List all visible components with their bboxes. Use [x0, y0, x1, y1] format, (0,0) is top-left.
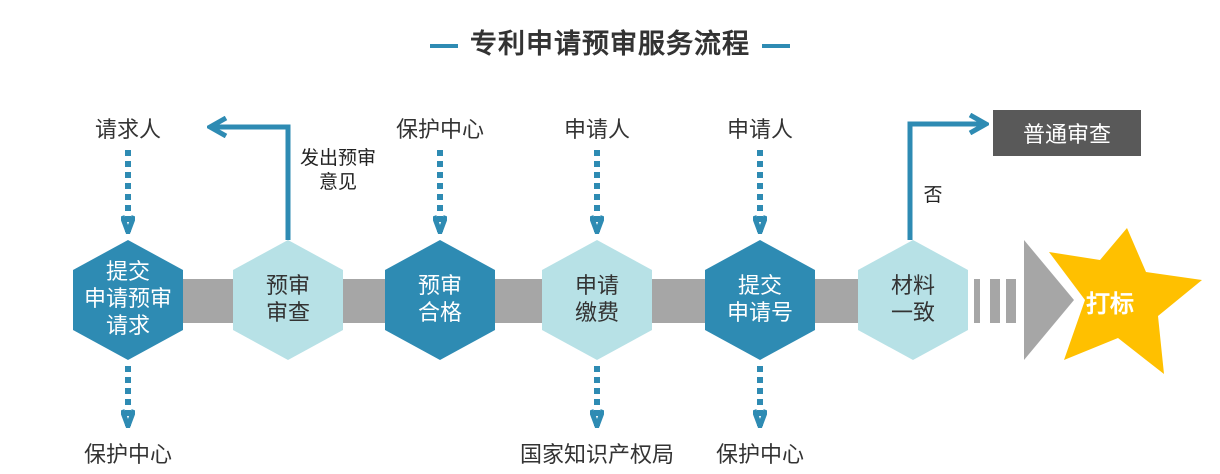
- diagram-title: 专利申请预审服务流程: [0, 22, 1220, 61]
- step-hexagon: [858, 240, 968, 360]
- actor-label-bottom: 国家知识产权局: [519, 443, 674, 468]
- step-label: 提交 申请号: [705, 273, 815, 327]
- step-label-line: 申请号: [726, 301, 793, 326]
- step-hexagon: [385, 240, 495, 360]
- step-label-line: 预审: [265, 274, 310, 299]
- side-note-line: 意见: [318, 171, 357, 193]
- step-label-line: 申请预审: [83, 287, 172, 312]
- final-label: 打标: [1086, 290, 1134, 318]
- step-hexagon: [705, 240, 815, 360]
- step-label-line: 缴费: [574, 301, 619, 326]
- step-hexagon: [542, 240, 652, 360]
- final-star: [1049, 228, 1202, 374]
- actor-label-top: 申请人: [726, 118, 793, 143]
- step-hexagon: [233, 240, 343, 360]
- step-label: 预审 审查: [233, 273, 343, 327]
- branch-arrow: [907, 124, 986, 240]
- step-label-line: 合格: [417, 301, 462, 326]
- title-dash: [430, 44, 458, 48]
- actor-label-bottom: 保护中心: [715, 443, 804, 468]
- flow-end-arrow: [1024, 240, 1074, 360]
- step-hexagon: [73, 240, 183, 360]
- step-label: 提交 申请预审 请求: [73, 259, 183, 340]
- step-label-line: 审查: [265, 301, 310, 326]
- step-label: 材料 一致: [858, 273, 968, 327]
- step-label-line: 提交: [737, 274, 782, 299]
- side-note-line: 发出预审: [299, 147, 376, 169]
- step-label-line: 请求: [105, 314, 150, 339]
- step-label-line: 预审: [417, 274, 462, 299]
- actor-label-top: 申请人: [563, 118, 630, 143]
- step-label-line: 一致: [890, 301, 935, 326]
- bar-stripe: [990, 279, 1000, 323]
- step-label-line: 申请: [574, 274, 619, 299]
- step-label-line: 提交: [105, 260, 150, 285]
- actor-label-top: 保护中心: [395, 118, 484, 143]
- normal-exam-box: 普通审查: [993, 110, 1141, 156]
- feedback-arrow: [210, 127, 291, 240]
- actor-label-bottom: 保护中心: [83, 443, 172, 468]
- step-label: 申请 缴费: [542, 273, 652, 327]
- branch-label: 否: [923, 184, 943, 206]
- step-label: 预审 合格: [385, 273, 495, 327]
- title-dash: [762, 44, 790, 48]
- actor-label-top: 请求人: [94, 118, 161, 143]
- bar-stripe: [1006, 279, 1016, 323]
- side-note: 发出预审 意见: [290, 146, 386, 194]
- step-label-line: 材料: [890, 274, 935, 299]
- bar-stripe: [964, 279, 974, 323]
- title-text: 专利申请预审服务流程: [470, 29, 750, 60]
